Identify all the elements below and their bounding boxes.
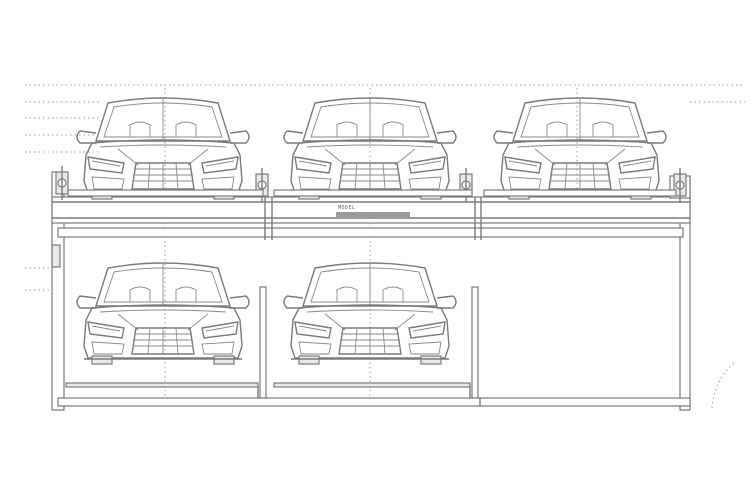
platform-upper-2: [273, 189, 473, 197]
platform-upper-3: [483, 189, 677, 197]
lower-post-2: [471, 286, 479, 399]
lower-post-1: [259, 286, 267, 399]
ground-slab: [57, 397, 691, 407]
car-upper-2: [283, 97, 457, 200]
car-lower-1: [76, 262, 250, 365]
reference-lines: [25, 84, 745, 291]
lower-level: [57, 238, 691, 407]
swing-arc: [711, 361, 736, 409]
model-label: MODEL: [338, 205, 356, 211]
platform-upper-1: [67, 189, 264, 197]
steel-frame: [51, 171, 691, 411]
beam-label: MODEL: [336, 205, 410, 217]
upper-level: [67, 97, 677, 200]
centre-lines: [164, 88, 578, 405]
car-upper-3: [493, 97, 667, 200]
label-strip: [336, 212, 410, 217]
empty-bay: [482, 238, 678, 396]
car-upper-1: [76, 97, 250, 200]
